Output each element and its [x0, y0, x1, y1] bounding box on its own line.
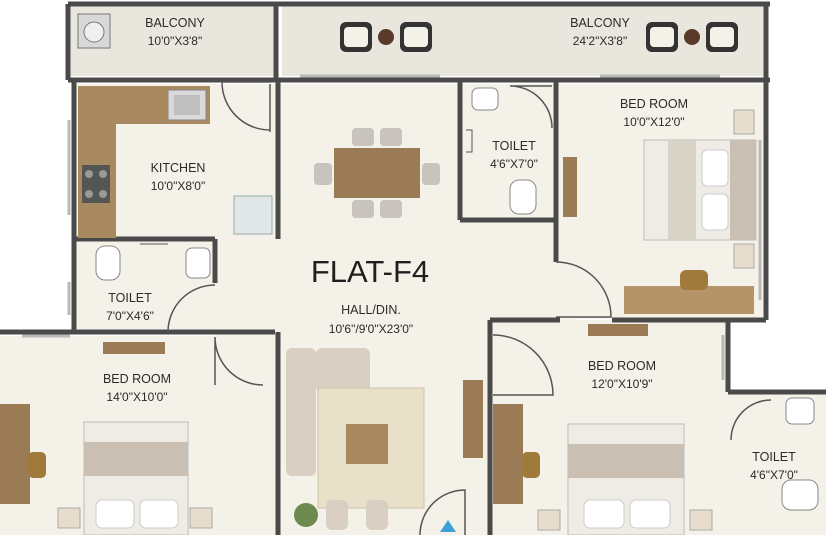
dining-table-icon — [314, 128, 440, 218]
kitchen-counter — [78, 86, 273, 238]
door-swings — [167, 81, 772, 535]
washing-machine-icon — [77, 13, 111, 49]
bedroom-top-right-dims: 10'0"X12'0" — [623, 115, 684, 129]
wardrobe-top-right — [563, 157, 577, 217]
bed-left-icon — [57, 421, 213, 535]
bedroom-top-right-name: BED ROOM — [620, 97, 688, 111]
bedroom-mid-name: BED ROOM — [588, 359, 656, 373]
toilet-left-dims: 7'0"X4'6" — [106, 309, 154, 323]
toilet-right-dims: 4'6"X7'0" — [750, 468, 798, 482]
balcony-chairs-left-icon — [340, 22, 432, 52]
tv-unit — [463, 380, 483, 458]
bed-mid-icon — [537, 423, 713, 535]
chair-mid — [522, 452, 540, 478]
balcony-chairs-right-icon — [646, 22, 738, 52]
toilet-top-fixtures — [466, 87, 537, 215]
balcony-right-dims: 24'2"X3'8" — [573, 34, 627, 48]
bedroom-left-dims: 14'0"X10'0" — [106, 390, 167, 404]
chair-left — [28, 452, 46, 478]
toilet-top-name: TOILET — [492, 139, 536, 153]
toilet-top-dims: 4'6"X7'0" — [490, 157, 538, 171]
toilet-left-fixtures — [95, 243, 211, 281]
toilet-right-fixtures — [781, 397, 819, 511]
bedroom-left-name: BED ROOM — [103, 372, 171, 386]
windows — [22, 74, 762, 380]
bed-top-right-icon — [643, 109, 757, 269]
hall-extension-floor — [215, 239, 275, 336]
study-desk-top-right — [624, 270, 754, 314]
hall-name: HALL/DIN. — [341, 303, 401, 317]
entry-marker-icon — [440, 520, 456, 532]
stove-icon — [82, 165, 110, 203]
bedroom-mid-dims: 12'0"X10'9" — [591, 377, 652, 391]
toilet-right-name: TOILET — [752, 450, 796, 464]
flat-title: FLAT-F4 — [311, 254, 429, 289]
hall-dims: 10'6"/9'0"X23'0" — [329, 322, 413, 336]
wardrobe-left — [0, 404, 30, 504]
balcony-left-dims: 10'0"X3'8" — [148, 34, 202, 48]
balcony-left-name: BALCONY — [145, 16, 205, 30]
shelf-mid — [588, 324, 648, 336]
fridge-icon — [233, 195, 273, 235]
toilet-left-name: TOILET — [108, 291, 152, 305]
kitchen-name: KITCHEN — [151, 161, 206, 175]
wardrobe-mid — [493, 404, 523, 504]
shelf-left — [103, 342, 165, 354]
kitchen-dims: 10'0"X8'0" — [151, 179, 205, 193]
balcony-right-name: BALCONY — [570, 16, 630, 30]
sofa-icon — [286, 348, 425, 530]
